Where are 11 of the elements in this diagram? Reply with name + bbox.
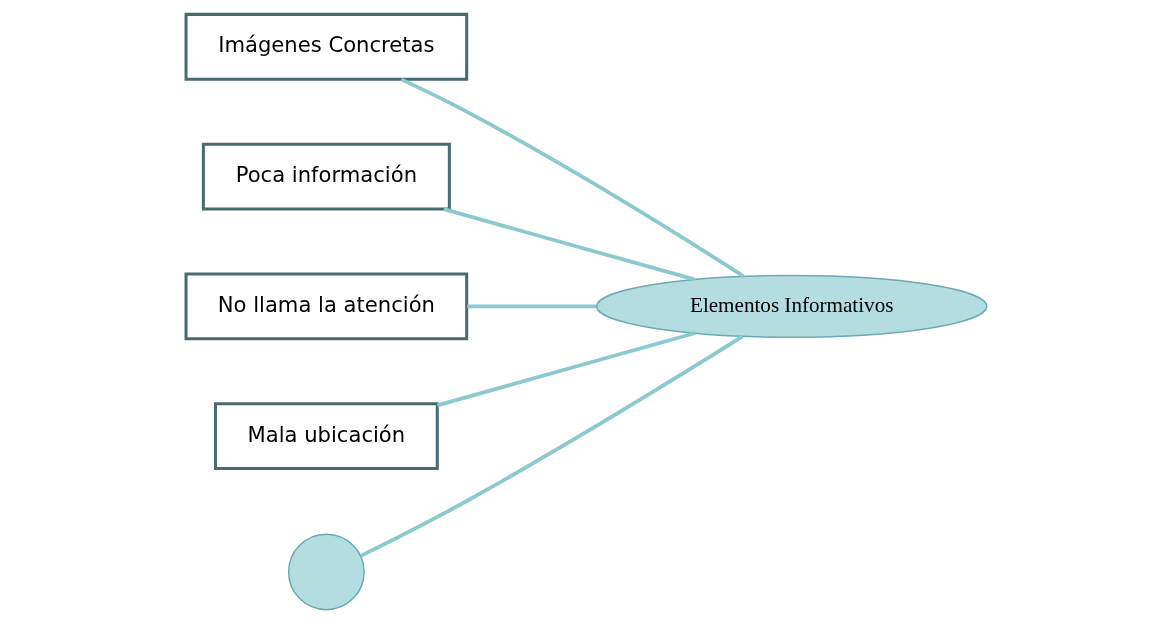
connector	[467, 304, 597, 309]
connector	[359, 334, 744, 558]
node-box: No llama la atención	[184, 272, 469, 341]
connector	[400, 77, 745, 278]
node-box: Mala ubicación	[213, 402, 439, 471]
node-ellipse: Elementos Informativos	[595, 274, 988, 339]
node-box: Poca información	[201, 142, 451, 211]
connector	[443, 207, 695, 282]
node-crescent	[287, 533, 365, 611]
connector	[436, 331, 695, 408]
node-box: Imágenes Concretas	[184, 12, 469, 81]
